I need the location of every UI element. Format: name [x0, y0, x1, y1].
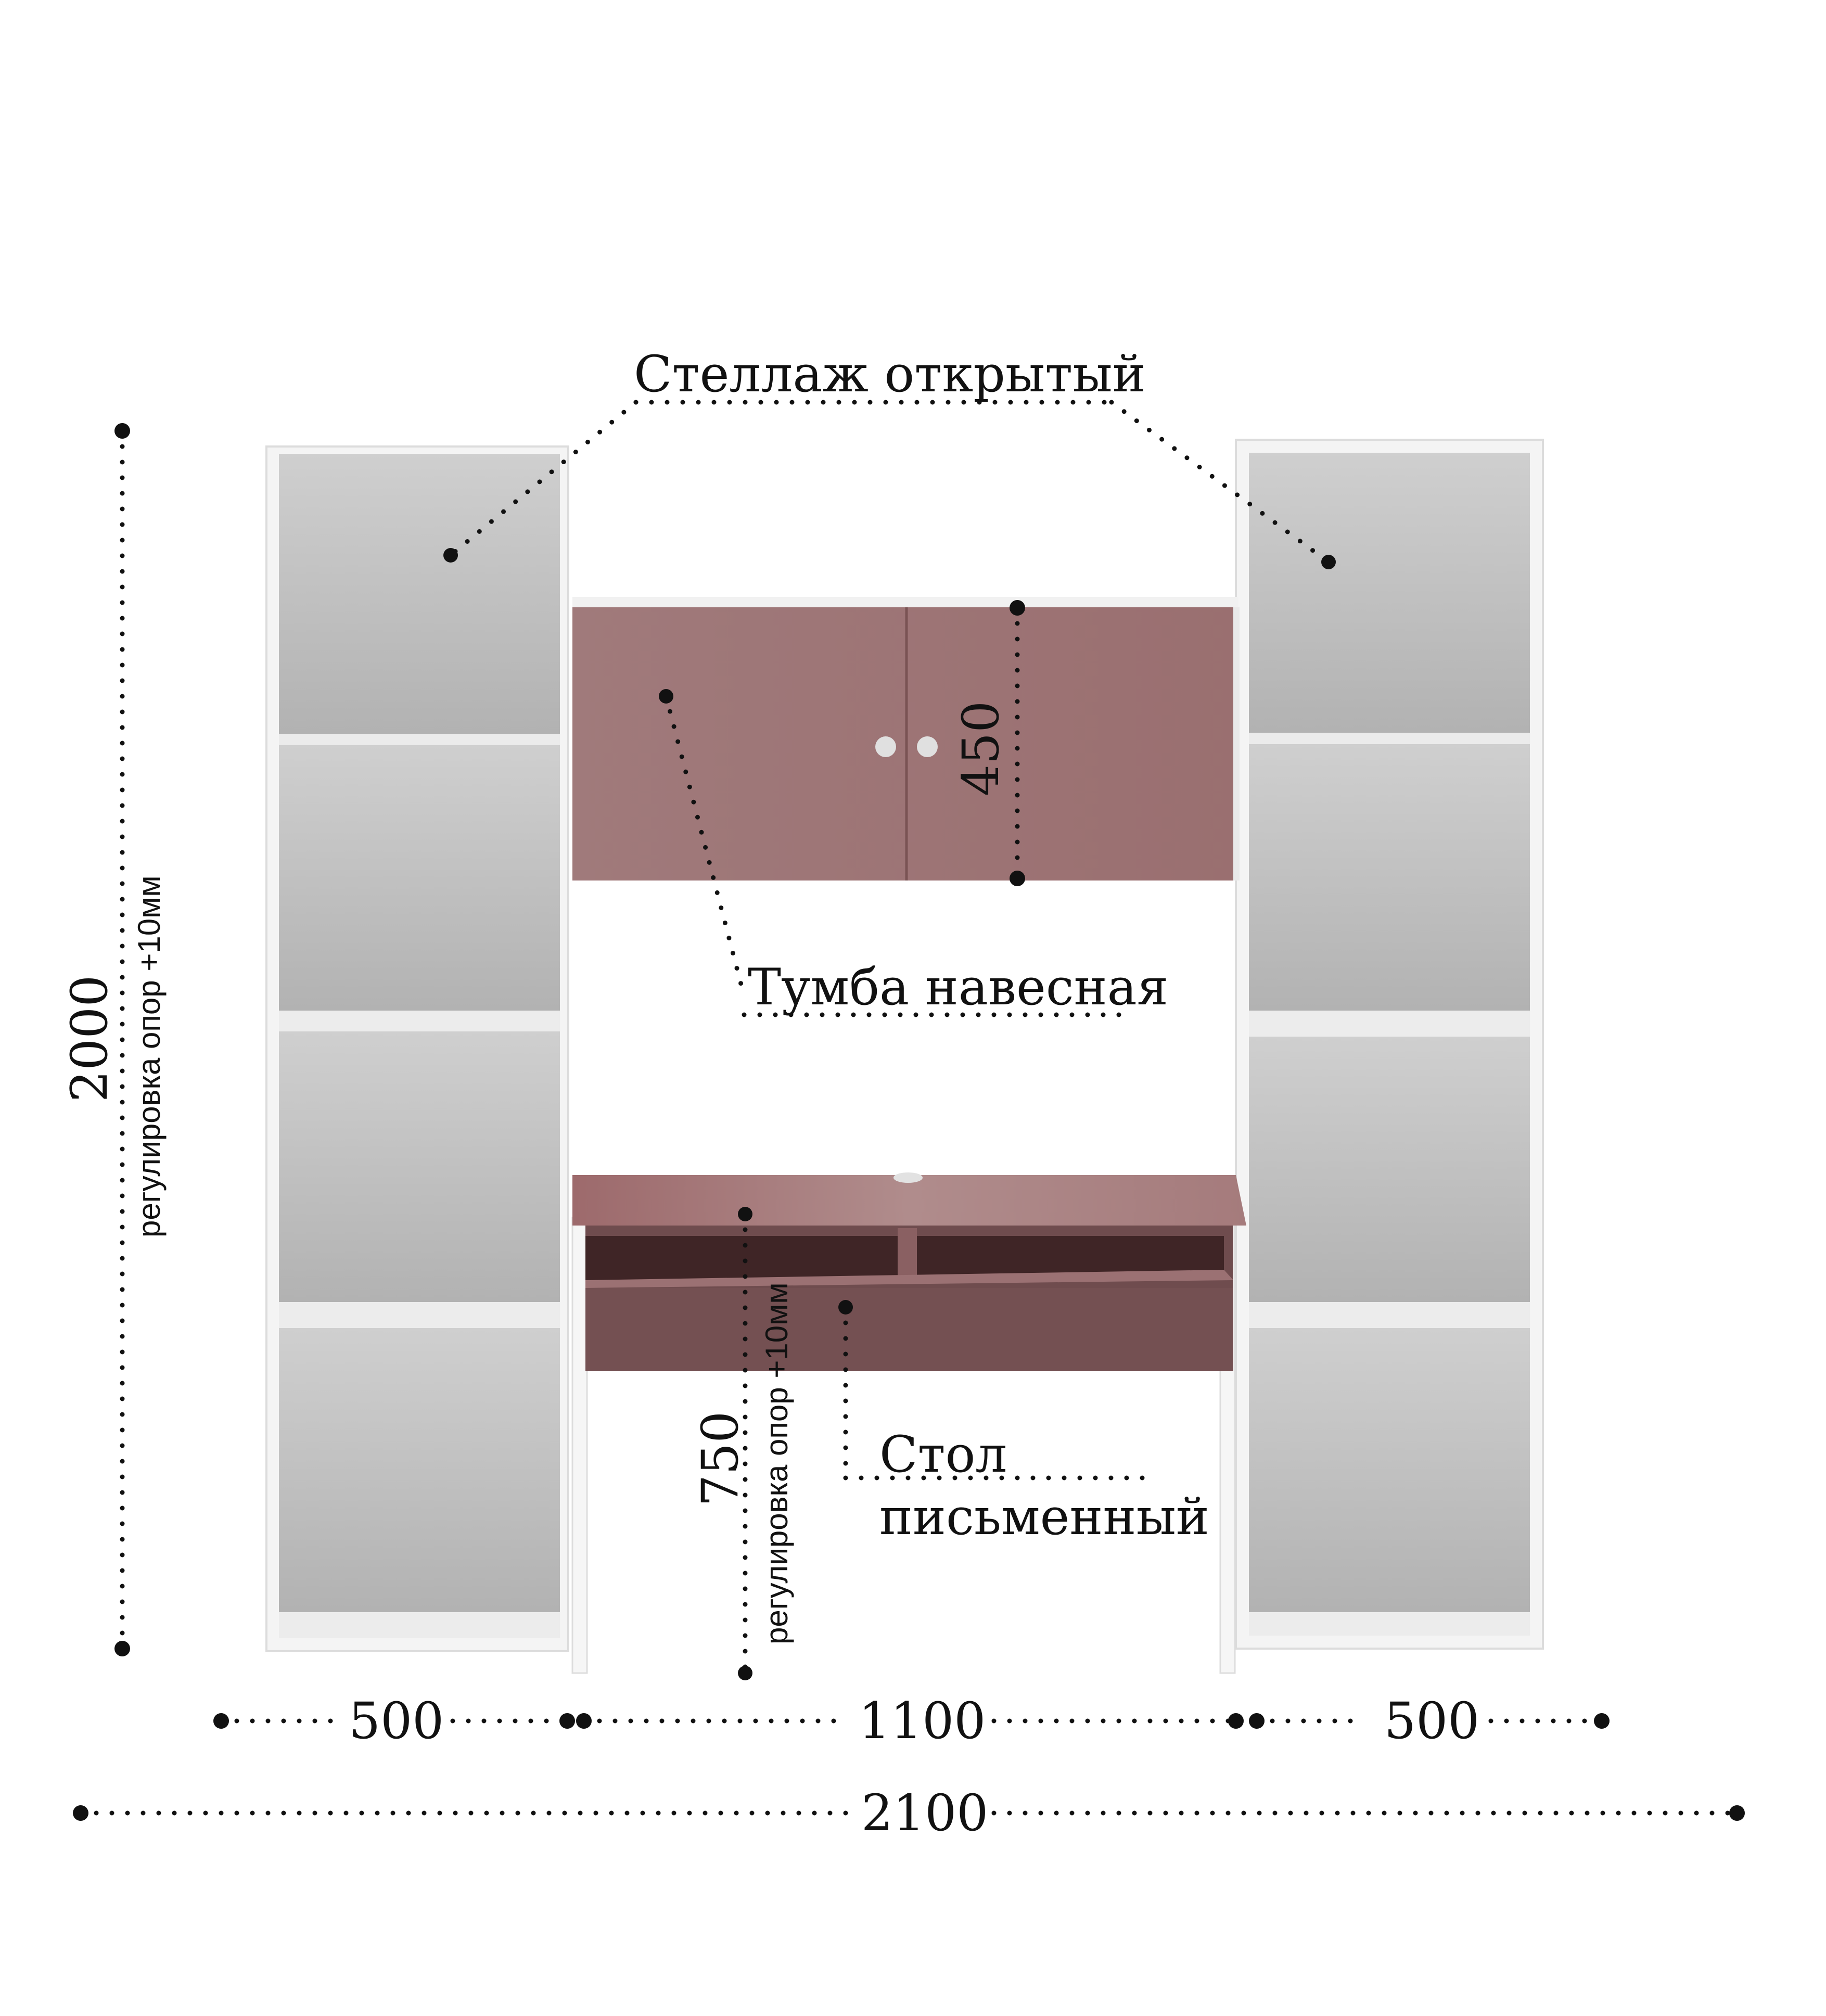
- right-width-value: 500: [1384, 1692, 1479, 1750]
- wall-cabinet-label: Тумба навесная: [748, 958, 1168, 1016]
- left-width-value: 500: [349, 1692, 444, 1750]
- writing-desk: [571, 1172, 1246, 1674]
- left-shelving: [265, 445, 569, 1652]
- total-height-note: регулировка опор +10мм: [132, 875, 167, 1237]
- center-width-value: 1100: [859, 1692, 986, 1750]
- desk-height-value: 750: [691, 1411, 749, 1507]
- total-height-value: 2000: [60, 975, 119, 1102]
- annotation-lines: [78, 400, 1740, 1816]
- door-knob-right: [917, 736, 938, 757]
- wall-cabinet: [572, 597, 1240, 881]
- desk-label-line1: Стол: [879, 1425, 1007, 1484]
- door-knob-left: [875, 736, 896, 757]
- total-width-value: 2100: [861, 1784, 988, 1842]
- right-shelving: [1235, 439, 1544, 1650]
- shelving-label: Стеллаж открытый: [634, 345, 1146, 403]
- desk-height-note: регулировка опор +10мм: [759, 1282, 794, 1644]
- annotation-points: [73, 423, 1745, 1821]
- cabinet-height-value: 450: [952, 701, 1010, 796]
- desk-label-line2: письменный: [879, 1488, 1209, 1546]
